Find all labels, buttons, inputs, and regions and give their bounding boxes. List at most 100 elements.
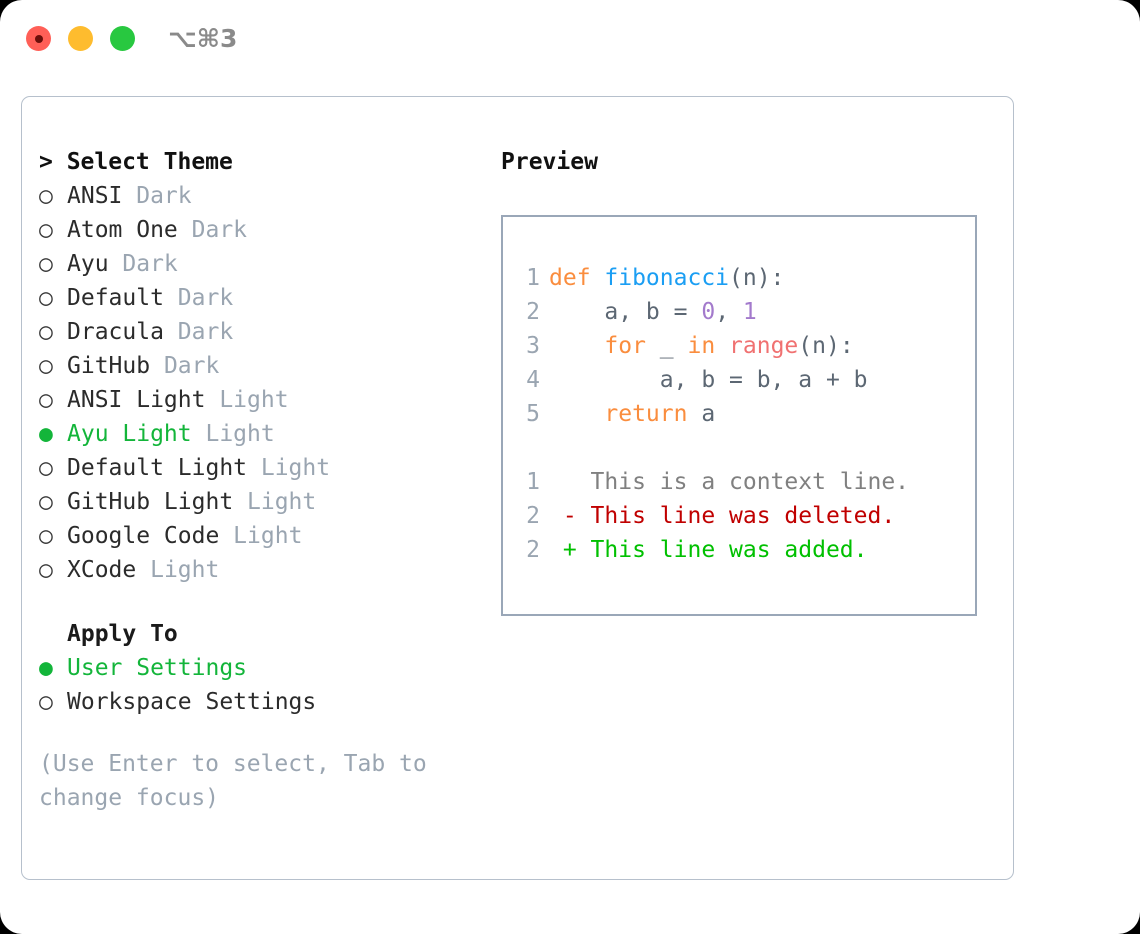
preview-heading: Preview: [501, 149, 598, 175]
code-token: a: [687, 401, 716, 427]
apply-to-option-label: Workspace Settings: [67, 689, 317, 715]
code-token: + This line was added.: [549, 537, 868, 563]
code-token: This is a context line.: [549, 469, 910, 495]
apply-to-option-workspace-settings[interactable]: ○ Workspace Settings: [39, 685, 479, 719]
code-token: range: [729, 333, 799, 359]
radio-unselected-icon: ○: [39, 689, 53, 715]
theme-option-label: XCode: [67, 557, 137, 583]
code-token: (n):: [798, 333, 854, 359]
theme-option-label: GitHub Light: [67, 489, 234, 515]
left-column: > Select Theme ○ANSI Dark○Atom One Dark○…: [39, 145, 479, 815]
code-gap: [516, 431, 975, 465]
code-token: 1: [742, 299, 757, 325]
radio-unselected-icon: ○: [39, 387, 53, 413]
theme-option-dracula[interactable]: ○Dracula Dark: [39, 315, 479, 349]
theme-option-variant: Dark: [108, 251, 178, 277]
theme-option-ayu[interactable]: ○ Ayu Dark: [39, 247, 479, 281]
code-token: a, b =: [549, 299, 702, 325]
line-number: 2: [526, 503, 540, 529]
theme-option-variant: Light: [205, 387, 289, 413]
radio-unselected-icon: ○: [39, 353, 53, 379]
code-token: (n):: [729, 265, 785, 291]
code-token: for: [604, 333, 646, 359]
radio-unselected-icon: ○: [39, 489, 53, 515]
code-token: [715, 333, 729, 359]
theme-option-label: Google Code: [67, 523, 220, 549]
theme-option-label: Dracula: [67, 319, 164, 345]
theme-picker-panel: > Select Theme ○ANSI Dark○Atom One Dark○…: [21, 96, 1014, 880]
theme-option-ayu-light[interactable]: ●Ayu Light Light: [39, 417, 479, 451]
theme-option-google-code[interactable]: ○ Google Code Light: [39, 519, 479, 553]
theme-option-ansi[interactable]: ○ ANSI Dark: [39, 179, 479, 213]
code-token: - This line was deleted.: [549, 503, 896, 529]
apply-to-list: ●User Settings ○ Workspace Settings: [39, 651, 479, 719]
code-token: a, b = b, a + b: [549, 367, 868, 393]
theme-option-variant: Dark: [163, 285, 234, 311]
code-line: 2 a, b = 0, 1: [516, 295, 975, 329]
theme-option-variant: Dark: [150, 353, 220, 379]
theme-option-variant: Light: [233, 489, 317, 515]
theme-option-default-light[interactable]: ○Default Light Light: [39, 451, 479, 485]
code-token: [549, 333, 604, 359]
theme-option-variant: Dark: [122, 183, 192, 209]
apply-to-heading: Apply To: [67, 621, 178, 647]
radio-unselected-icon: ○: [39, 455, 53, 481]
theme-option-variant: Light: [247, 455, 331, 481]
title-bar: ⌥⌘3: [0, 0, 1140, 78]
radio-unselected-icon: ○: [39, 217, 53, 243]
code-line: 5 return a: [516, 397, 975, 431]
line-number: 1: [526, 469, 540, 495]
code-token: 0: [701, 299, 716, 325]
theme-option-atom-one[interactable]: ○ Atom One Dark: [39, 213, 479, 247]
theme-option-label: ANSI: [67, 183, 123, 209]
theme-option-variant: Dark: [177, 217, 248, 243]
theme-option-github[interactable]: ○ GitHub Dark: [39, 349, 479, 383]
theme-option-default[interactable]: ○ Default Dark: [39, 281, 479, 315]
code-line: 3 for _ in range(n):: [516, 329, 975, 363]
radio-unselected-icon: ○: [39, 285, 53, 311]
diff-sample: 1 This is a context line.2 - This line w…: [516, 465, 975, 567]
line-number: 4: [526, 367, 540, 393]
radio-unselected-icon: ○: [39, 523, 53, 549]
code-token: ,: [715, 299, 743, 325]
maximize-window-button[interactable]: [110, 26, 135, 51]
theme-option-label: GitHub: [67, 353, 151, 379]
theme-option-variant: Light: [136, 557, 220, 583]
minimize-window-button[interactable]: [68, 26, 93, 51]
radio-selected-icon: ●: [39, 421, 53, 447]
line-number: 2: [526, 299, 540, 325]
code-line: 4 a, b = b, a + b: [516, 363, 975, 397]
apply-to-option-user-settings[interactable]: ●User Settings: [39, 651, 479, 685]
select-theme-heading: > Select Theme: [39, 149, 233, 175]
line-number: 5: [526, 401, 540, 427]
diff-line: 2 - This line was deleted.: [516, 499, 975, 533]
radio-unselected-icon: ○: [39, 251, 53, 277]
line-number: 2: [526, 537, 540, 563]
theme-option-xcode[interactable]: ○ XCode Light: [39, 553, 479, 587]
theme-option-label: Ayu Light: [67, 421, 192, 447]
close-window-button[interactable]: [26, 26, 51, 51]
radio-unselected-icon: ○: [39, 557, 53, 583]
diff-line: 2 + This line was added.: [516, 533, 975, 567]
diff-line: 1 This is a context line.: [516, 465, 975, 499]
code-token: in: [687, 333, 716, 359]
traffic-light-buttons: [26, 26, 135, 51]
code-token: [549, 401, 604, 427]
radio-unselected-icon: ○: [39, 183, 53, 209]
theme-option-github-light[interactable]: ○ GitHub Light Light: [39, 485, 479, 519]
code-token: _: [645, 333, 688, 359]
theme-option-ansi-light[interactable]: ○ANSI Light Light: [39, 383, 479, 417]
theme-option-variant: Light: [219, 523, 303, 549]
keyboard-shortcut-label: ⌥⌘3: [168, 24, 238, 53]
radio-selected-icon: ●: [39, 655, 53, 681]
theme-option-variant: Dark: [163, 319, 234, 345]
theme-option-label: Default: [67, 285, 164, 311]
theme-option-label: Atom One: [67, 217, 178, 243]
theme-option-label: Ayu: [67, 251, 109, 277]
keyboard-hint-text: (Use Enter to select, Tab to change focu…: [39, 751, 427, 811]
theme-list: ○ANSI Dark○Atom One Dark○Ayu Dark○Defaul…: [39, 179, 479, 587]
